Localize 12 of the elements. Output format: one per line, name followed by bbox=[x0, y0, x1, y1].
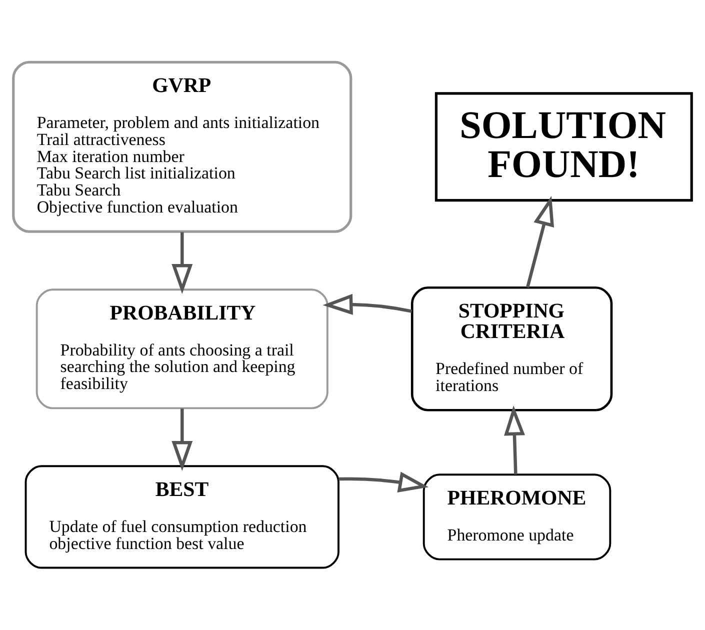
node-box: STOPPING CRITERIA Predefined number of iterations bbox=[410, 286, 613, 412]
arrow bbox=[322, 294, 412, 315]
node-box: GVRP Parameter, problem and ants initialization Trail attractiveness Max iteration number Tabu Search list initialization Tabu Search Objective function evaluation bbox=[12, 60, 352, 233]
node-box: PROBABILITY Probability of ants choosing a trail searching the solution and keeping feasibility bbox=[36, 288, 328, 410]
node-box: PHEROMONE Pheromone update bbox=[422, 474, 612, 560]
arrow bbox=[504, 405, 525, 474]
arrow bbox=[172, 408, 193, 471]
arrow bbox=[526, 196, 554, 288]
arrow bbox=[172, 232, 193, 294]
node-box: SOLUTION FOUND! bbox=[434, 92, 693, 202]
arrow bbox=[338, 472, 429, 492]
node-box: BEST Update of fuel consumption reduction objective function best value bbox=[24, 465, 340, 569]
